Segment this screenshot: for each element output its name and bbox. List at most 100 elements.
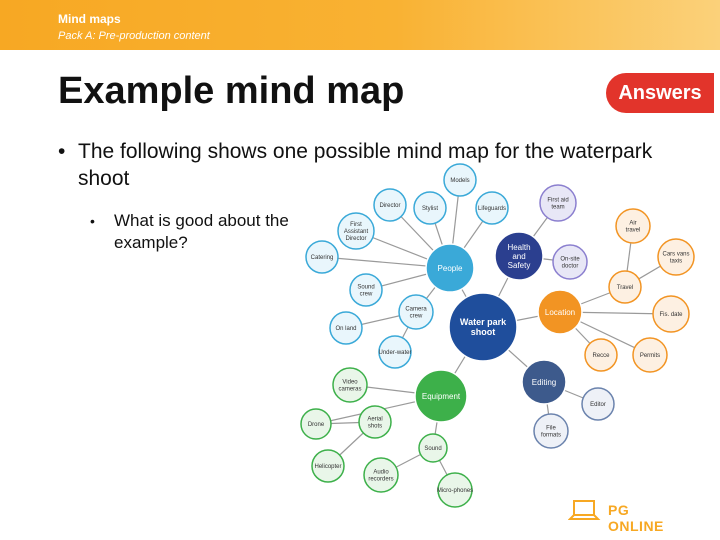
node-helicopter: Helicopter (311, 449, 345, 483)
node-models: Models (443, 163, 477, 197)
node-circle-center (448, 292, 518, 362)
node-label-aerialshots: shots (368, 424, 382, 430)
node-label-firstad: Assistant (344, 229, 369, 235)
node-label-firstad: Director (345, 236, 366, 242)
node-circle-firstad (337, 212, 375, 250)
node-circle-recce (584, 338, 618, 372)
node-label-airtravel: Air (629, 221, 636, 227)
node-circle-people (425, 243, 475, 293)
node-label-stylist: Stylist (422, 206, 438, 212)
node-circle-fiscase (652, 295, 690, 333)
node-circle-soundcrew (349, 273, 383, 307)
node-onland: On land (329, 311, 363, 345)
node-label-models: Models (450, 178, 469, 184)
node-label-location: Location (545, 308, 575, 317)
node-label-editor: Editor (590, 402, 606, 408)
slide-title: Example mind map (58, 70, 405, 112)
node-lifeguards: Lifeguards (475, 191, 509, 225)
node-equipment: Equipment (414, 369, 468, 423)
node-label-health: Health (507, 243, 530, 252)
node-label-videocameras: cameras (338, 387, 361, 393)
node-label-permits: Permits (640, 353, 660, 359)
node-circle-firstaid (539, 184, 577, 222)
node-label-cameracrew: Camera (405, 307, 427, 313)
node-circle-airtravel (615, 208, 651, 244)
node-stylist: Stylist (413, 191, 447, 225)
node-label-fiscase: Fis. date (659, 312, 683, 318)
node-circle-videocameras (332, 367, 368, 403)
node-label-helicopter: Helicopter (314, 464, 341, 470)
bullet-text: The following shows one possible mind ma… (78, 140, 653, 190)
node-circle-travel (608, 270, 642, 304)
node-circle-cars (657, 238, 695, 276)
node-label-fileformats: File (546, 426, 556, 432)
header-bar: Mind maps Pack A: Pre-production content (0, 0, 720, 50)
node-circle-onsitedoctor (552, 244, 588, 280)
node-director: Director (373, 188, 407, 222)
node-label-videocameras: Video (342, 380, 358, 386)
node-circle-fileformats (533, 413, 569, 449)
node-label-firstaid: First aid (547, 198, 568, 204)
node-drone: Drone (300, 408, 332, 440)
node-circle-lifeguards (475, 191, 509, 225)
node-circle-microphones (437, 472, 473, 508)
node-people: People (425, 243, 475, 293)
node-permits: Permits (632, 337, 668, 373)
node-label-sound: Sound (424, 446, 441, 452)
bullet-icon: • (58, 140, 66, 163)
node-circle-health (494, 231, 544, 281)
node-label-aerialshots: Aerial (367, 417, 382, 423)
pg-online-logo: PG ONLINE (567, 495, 688, 534)
node-label-cameracrew: crew (410, 314, 423, 320)
node-label-underwater: Under-water (378, 350, 411, 356)
header-subtitle: Pack A: Pre-production content (58, 30, 210, 42)
sub-bullet-text: What is good about the example? (114, 211, 289, 252)
node-circle-stylist (413, 191, 447, 225)
node-label-health: Safety (508, 261, 531, 270)
node-label-fileformats: formats (541, 433, 561, 439)
laptop-logo-icon (567, 500, 601, 520)
node-editor: Editor (581, 387, 615, 421)
node-fiscase: Fis. date (652, 295, 690, 333)
node-circle-equipment (414, 369, 468, 423)
node-label-soundcrew: crew (360, 292, 373, 298)
node-label-center: shoot (471, 327, 496, 337)
node-underwater: Under-water (378, 335, 412, 369)
node-label-soundcrew: Sound (357, 285, 374, 291)
node-editing: Editing (521, 359, 567, 405)
node-circle-aerialshots (358, 405, 392, 439)
node-label-travel: Travel (617, 285, 633, 291)
node-label-firstaid: team (551, 205, 564, 211)
node-circle-cameracrew (398, 294, 434, 330)
node-circle-onland (329, 311, 363, 345)
node-label-cars: Cars vans (662, 252, 689, 258)
node-label-people: People (438, 264, 463, 273)
node-label-drone: Drone (308, 422, 325, 428)
node-label-onsitedoctor: doctor (562, 264, 579, 270)
node-label-audiorecorders: recorders (368, 477, 393, 483)
node-label-airtravel: travel (626, 228, 641, 234)
node-label-onland: On land (335, 326, 356, 332)
node-catering: Catering (305, 240, 339, 274)
node-circle-director (373, 188, 407, 222)
node-recce: Recce (584, 338, 618, 372)
node-label-recce: Recce (592, 353, 610, 359)
node-label-firstad: First (350, 222, 362, 228)
node-circle-permits (632, 337, 668, 373)
node-label-equipment: Equipment (422, 392, 461, 401)
node-label-center: Water park (460, 317, 507, 327)
node-circle-location (537, 289, 583, 335)
answers-button[interactable]: Answers (606, 73, 714, 113)
node-travel: Travel (608, 270, 642, 304)
node-label-editing: Editing (532, 378, 556, 387)
node-circle-editing (521, 359, 567, 405)
